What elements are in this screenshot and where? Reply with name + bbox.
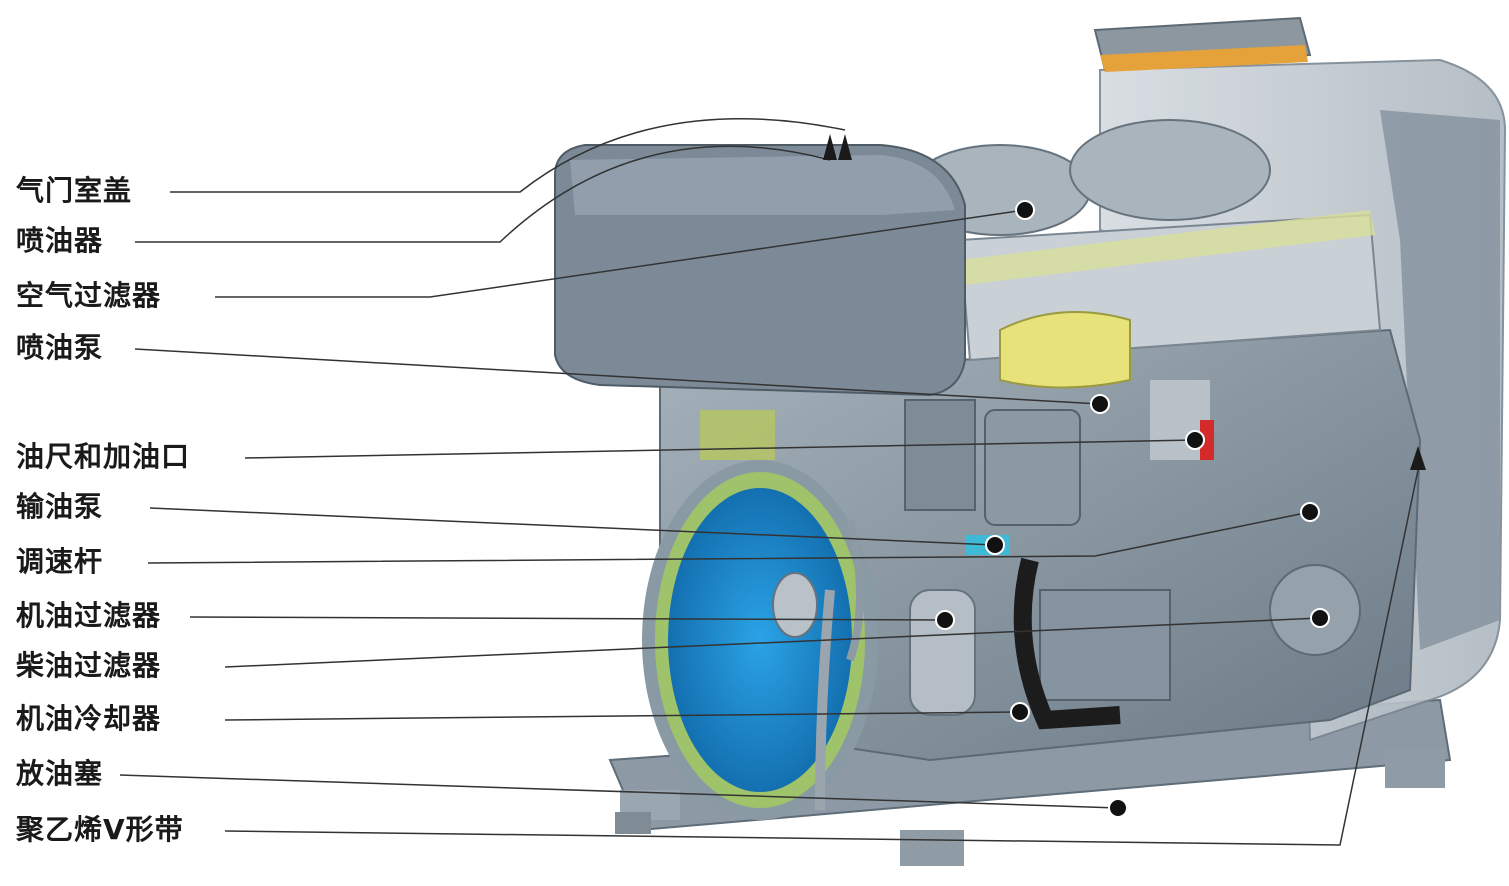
label-drain-plug: 放油塞 [16, 757, 104, 790]
label-fuel-filter: 柴油过滤器 [16, 649, 162, 682]
top-grille [1093, 16, 1312, 72]
leader-line-valve-cover [170, 118, 846, 193]
label-oil-cooler: 机油冷却器 [16, 702, 162, 735]
leader-line-governor [147, 511, 1311, 564]
leader-line-fuel-filter [224, 617, 1321, 668]
leader-line-v-belt [224, 469, 1419, 846]
callout-dot-oil-filter [935, 610, 955, 630]
label-governor-lever: 调速杆 [16, 545, 104, 578]
callout-dot-injection-pump [1090, 394, 1110, 414]
arrow-head-v-belt [1410, 446, 1426, 470]
callout-dot-drain-plug [1108, 798, 1128, 818]
leader-line-injector [135, 145, 831, 243]
label-injection-pump: 喷油泵 [16, 331, 104, 364]
valve-cover [554, 144, 966, 397]
callout-dot-feed-pump [985, 535, 1005, 555]
callout-dot-oil-cooler [1010, 702, 1030, 722]
label-dipstick-filler: 油尺和加油口 [16, 440, 191, 473]
leader-line-injection-pump [134, 348, 1101, 405]
label-feed-pump: 输油泵 [16, 490, 104, 523]
leader-line-oil-cooler [224, 711, 1021, 721]
arrow-head-injector [823, 134, 837, 160]
leader-lines [119, 118, 1419, 846]
label-v-belt: 聚乙烯V形带 [16, 813, 184, 846]
label-injector: 喷油器 [16, 224, 104, 257]
label-valve-cover: 气门室盖 [16, 174, 133, 207]
arrow-head-valve-cover [838, 134, 852, 160]
label-air-filter: 空气过滤器 [16, 279, 162, 312]
leader-line-air-filter [215, 209, 1026, 298]
callout-dot-governor [1300, 502, 1320, 522]
leader-line-dipstick [244, 439, 1196, 459]
callout-dots [935, 200, 1330, 818]
leader-line-drain-plug [119, 774, 1119, 809]
leader-line-feed-pump [149, 507, 996, 546]
callout-dot-fuel-filter [1310, 608, 1330, 628]
callout-dot-air-filter [1015, 200, 1035, 220]
callout-dot-dipstick [1185, 430, 1205, 450]
leader-line-oil-filter [189, 616, 946, 621]
label-oil-filter: 机油过滤器 [16, 599, 162, 632]
arrow-heads [823, 134, 1426, 470]
